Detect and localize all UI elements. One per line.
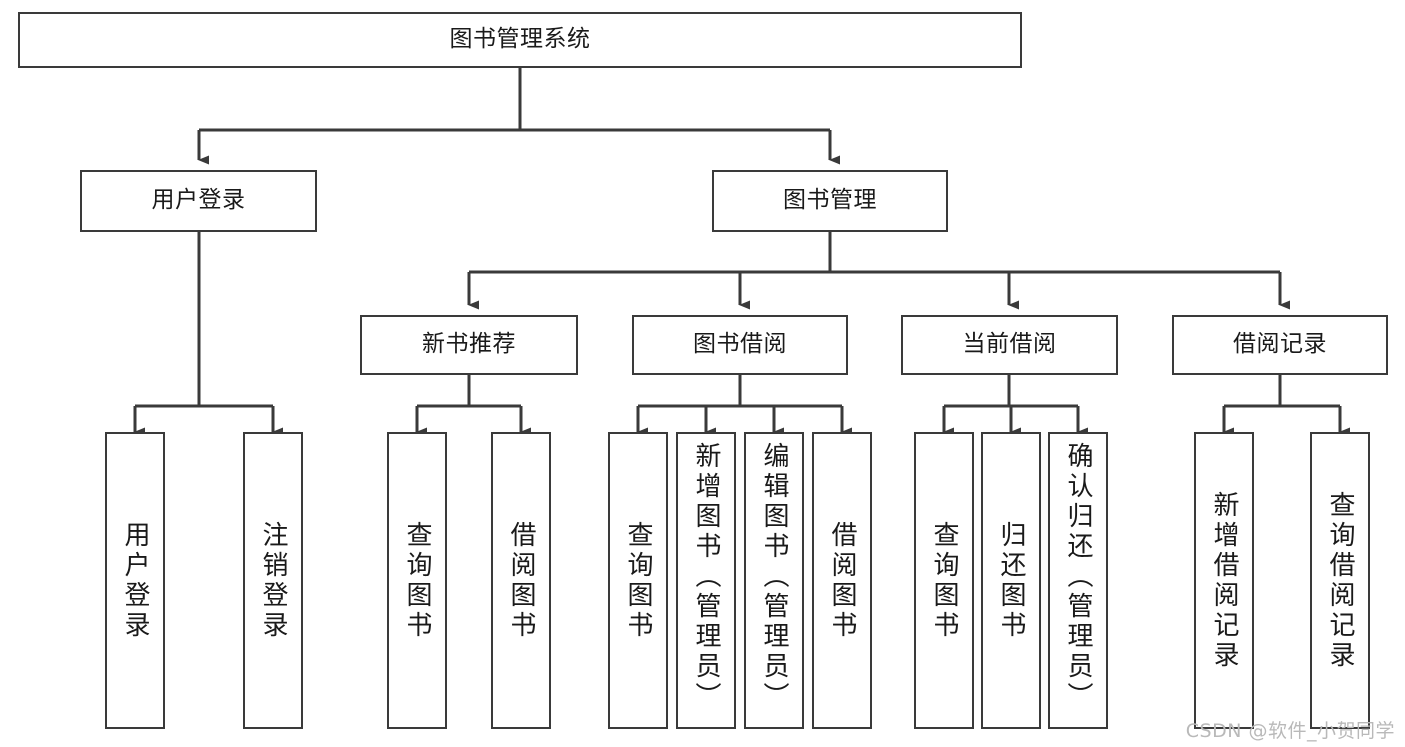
node-leaf-query-book-2-label: 查询图书 [623, 520, 653, 641]
node-leaf-add-book-label: 新增图书（管理员） [691, 442, 721, 712]
node-leaf-query-book-3-label: 查询图书 [929, 520, 959, 641]
node-leaf-query-book-1-label: 查询图书 [402, 520, 432, 641]
node-leaf-borrow-book-1[interactable]: 借阅图书 [491, 432, 551, 729]
node-leaf-user-login-label: 用户登录 [120, 520, 150, 641]
node-leaf-user-logout-label: 注销登录 [258, 520, 288, 641]
node-leaf-query-book-2[interactable]: 查询图书 [608, 432, 668, 729]
node-leaf-confirm-return-label: 确认归还（管理员） [1063, 442, 1093, 712]
node-leaf-borrow-book-2-label: 借阅图书 [827, 520, 857, 641]
node-root-label: 图书管理系统 [449, 26, 591, 53]
node-user-login[interactable]: 用户登录 [80, 170, 317, 232]
node-book-management[interactable]: 图书管理 [712, 170, 948, 232]
node-leaf-return-book-label: 归还图书 [996, 520, 1026, 641]
node-book-management-label: 图书管理 [783, 187, 877, 214]
node-leaf-user-login[interactable]: 用户登录 [105, 432, 165, 729]
node-new-book-recommend-label: 新书推荐 [422, 331, 516, 358]
node-user-login-label: 用户登录 [151, 187, 246, 214]
node-leaf-query-book-1[interactable]: 查询图书 [387, 432, 447, 729]
node-borrow-record-label: 借阅记录 [1233, 331, 1327, 358]
node-book-borrow[interactable]: 图书借阅 [632, 315, 848, 375]
node-borrow-record[interactable]: 借阅记录 [1172, 315, 1388, 375]
node-root[interactable]: 图书管理系统 [18, 12, 1022, 68]
node-leaf-query-book-3[interactable]: 查询图书 [914, 432, 974, 729]
node-leaf-query-record-label: 查询借阅记录 [1325, 490, 1355, 671]
node-new-book-recommend[interactable]: 新书推荐 [360, 315, 578, 375]
node-leaf-user-logout[interactable]: 注销登录 [243, 432, 303, 729]
node-leaf-borrow-book-1-label: 借阅图书 [506, 520, 536, 641]
csdn-watermark: CSDN @软件_小贺同学 [1185, 720, 1395, 742]
node-leaf-edit-book[interactable]: 编辑图书（管理员） [744, 432, 804, 729]
node-leaf-return-book[interactable]: 归还图书 [981, 432, 1041, 729]
node-leaf-edit-book-label: 编辑图书（管理员） [759, 442, 789, 712]
node-leaf-add-book[interactable]: 新增图书（管理员） [676, 432, 736, 729]
node-leaf-add-record[interactable]: 新增借阅记录 [1194, 432, 1254, 729]
node-current-borrow[interactable]: 当前借阅 [901, 315, 1118, 375]
node-leaf-query-record[interactable]: 查询借阅记录 [1310, 432, 1370, 729]
node-leaf-borrow-book-2[interactable]: 借阅图书 [812, 432, 872, 729]
node-current-borrow-label: 当前借阅 [962, 331, 1057, 358]
node-leaf-confirm-return[interactable]: 确认归还（管理员） [1048, 432, 1108, 729]
node-book-borrow-label: 图书借阅 [693, 331, 787, 358]
node-leaf-add-record-label: 新增借阅记录 [1209, 490, 1239, 671]
